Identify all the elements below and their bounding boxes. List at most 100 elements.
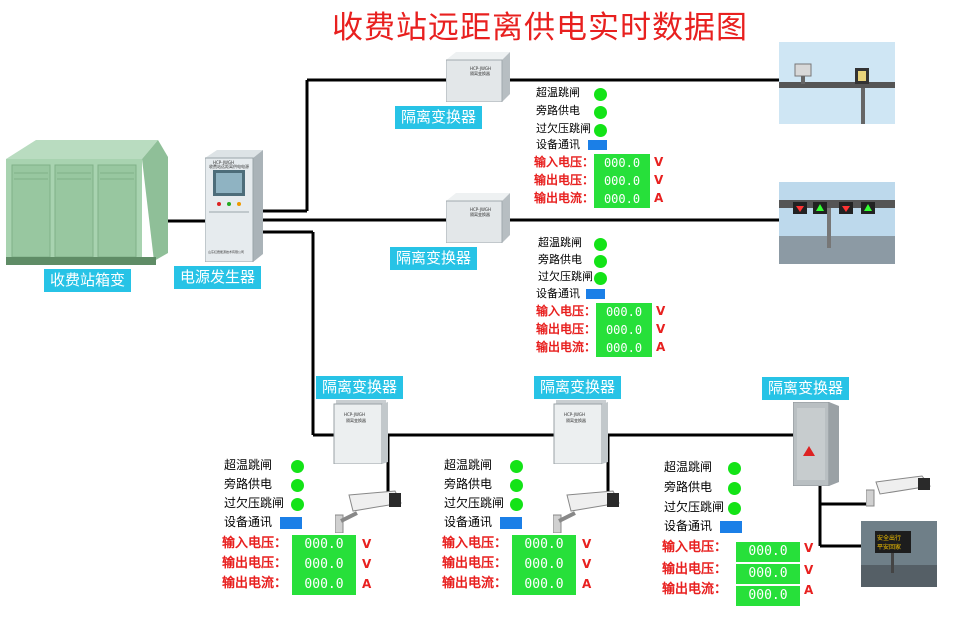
status-label: 超温跳闸 — [536, 86, 580, 99]
output-current-value: 000.0 — [596, 339, 652, 357]
converter-1-status-panel: 超温跳闸 旁路供电 过欠压跳闸 设备通讯 输入电压： 000.0 V 输出电压：… — [532, 86, 672, 208]
status-label: 过欠压跳闸 — [444, 496, 505, 510]
measure-label: 输出电流： — [662, 582, 728, 597]
measure-unit: A — [362, 577, 372, 591]
measure-unit: A — [582, 577, 592, 591]
measure-unit: V — [582, 537, 592, 551]
measure-unit: V — [804, 563, 814, 577]
vms-sign-icon — [861, 521, 937, 587]
measure-label: 输入电压： — [662, 540, 728, 555]
converter-2-label: 隔离变换器 — [390, 247, 478, 270]
bypass-indicator — [510, 479, 523, 492]
voltage-trip-indicator — [594, 124, 607, 137]
status-label: 旁路供电 — [224, 477, 273, 491]
status-label: 过欠压跳闸 — [538, 270, 593, 283]
output-current-value: 000.0 — [594, 190, 650, 208]
status-label: 旁路供电 — [536, 104, 580, 117]
measure-label: 输出电流： — [536, 340, 597, 354]
converter-3-nameplate-text: 隔离变换器 — [346, 418, 366, 423]
converter-5-unit[interactable] — [792, 401, 843, 487]
comm-indicator — [586, 289, 605, 299]
comm-indicator — [500, 517, 522, 529]
bypass-indicator — [594, 255, 607, 268]
output-voltage-value: 000.0 — [736, 564, 800, 584]
stainless-cabinet-icon — [792, 401, 839, 487]
converter-4-label: 隔离变换器 — [534, 376, 622, 399]
measure-label: 输出电压： — [222, 556, 288, 571]
security-camera-icon — [552, 490, 620, 534]
vms-line-2: 平安回家 — [877, 544, 902, 551]
measure-unit: V — [362, 537, 372, 551]
converter-1-unit[interactable]: HCP-JWGH 隔离变换器 — [445, 52, 510, 103]
voltage-trip-indicator — [510, 498, 523, 511]
measure-unit: V — [654, 173, 664, 187]
substation-box-icon — [6, 140, 168, 265]
power-generator-block[interactable]: HCP-JWGH 收费站远距离供电电源 山东红霞能源技术有限公司 — [204, 150, 263, 263]
output-voltage-value: 000.0 — [512, 555, 576, 575]
measure-label: 输出电压： — [442, 556, 508, 571]
bypass-indicator — [291, 479, 304, 492]
measure-unit: V — [362, 557, 372, 571]
output-current-value: 000.0 — [292, 575, 356, 595]
vms-line-1: 安全出行 — [877, 535, 902, 542]
load-5-camera[interactable] — [865, 472, 934, 512]
generator-nameplate-text: 收费站远距离供电电源 — [209, 164, 249, 169]
generator-nameplate-top: HCP-JWGH — [213, 160, 235, 165]
load-4-camera[interactable] — [552, 487, 623, 534]
converter-3-unit[interactable]: HCP-JWGH 隔离变换器 — [330, 400, 392, 465]
output-current-value: 000.0 — [736, 586, 800, 606]
input-voltage-value: 000.0 — [596, 303, 652, 321]
bypass-indicator — [594, 106, 607, 119]
measure-unit: V — [582, 557, 592, 571]
measure-unit: A — [654, 191, 664, 205]
converter-4-cabinet-icon — [553, 400, 608, 465]
measure-label: 输入电压： — [222, 536, 288, 551]
voltage-trip-indicator — [291, 498, 304, 511]
comm-indicator — [280, 517, 302, 529]
output-voltage-value: 000.0 — [594, 172, 650, 190]
converter-2-cabinet-icon — [445, 193, 510, 244]
converter-3-status-panel: 超温跳闸 旁路供电 过欠压跳闸 设备通讯 输入电压： 000.0 V 输出电压：… — [222, 456, 372, 604]
over-temp-indicator — [594, 238, 607, 251]
converter-5-label: 隔离变换器 — [762, 377, 850, 400]
security-camera-icon — [334, 490, 402, 534]
lane-sign-gantry-icon — [779, 182, 895, 264]
security-camera-icon — [865, 475, 931, 507]
over-temp-indicator — [594, 88, 607, 101]
measure-label: 输出电压： — [534, 173, 595, 187]
over-temp-indicator — [510, 460, 523, 473]
measure-label: 输出电流： — [442, 576, 508, 591]
status-label: 旁路供电 — [538, 253, 582, 266]
converter-5-status-panel: 超温跳闸 旁路供电 过欠压跳闸 设备通讯 输入电压： 000.0 V 输出电压：… — [662, 458, 814, 608]
converter-3-label: 隔离变换器 — [316, 376, 404, 399]
input-voltage-value: 000.0 — [594, 154, 650, 172]
load-1-camera-pole[interactable] — [779, 42, 895, 124]
page-title: 收费站远距离供电实时数据图 — [332, 10, 748, 46]
load-5-vms-sign[interactable]: 安全出行 平安回家 — [861, 521, 937, 587]
load-2-sign-gantry[interactable] — [779, 182, 895, 264]
measure-label: 输入电压： — [536, 304, 597, 318]
status-label: 过欠压跳闸 — [536, 122, 591, 135]
converter-1-cabinet-icon — [445, 52, 510, 103]
substation-block[interactable] — [6, 135, 168, 265]
measure-label: 输入电压： — [534, 155, 595, 169]
comm-indicator — [720, 521, 742, 533]
over-temp-indicator — [291, 460, 304, 473]
converter-4-unit[interactable]: HCP-JWGH 隔离变换器 — [550, 400, 612, 465]
status-label: 旁路供电 — [444, 477, 493, 491]
comm-label: 设备通讯 — [444, 515, 493, 529]
status-label: 过欠压跳闸 — [664, 500, 725, 514]
converter-2-unit[interactable]: HCP-JWGH 隔离变换器 — [445, 193, 510, 244]
load-3-camera[interactable] — [334, 487, 405, 534]
measure-label: 输出电压： — [536, 322, 597, 336]
status-label: 过欠压跳闸 — [224, 496, 285, 510]
substation-label: 收费站箱变 — [44, 269, 132, 292]
cctv-pole-icon — [779, 42, 895, 124]
over-temp-indicator — [728, 462, 741, 475]
input-voltage-value: 000.0 — [736, 542, 800, 562]
power-cabinet-icon — [204, 150, 263, 263]
status-label: 超温跳闸 — [224, 458, 273, 472]
output-voltage-value: 000.0 — [596, 321, 652, 339]
measure-label: 输入电压： — [442, 536, 508, 551]
measure-unit: V — [656, 304, 666, 318]
